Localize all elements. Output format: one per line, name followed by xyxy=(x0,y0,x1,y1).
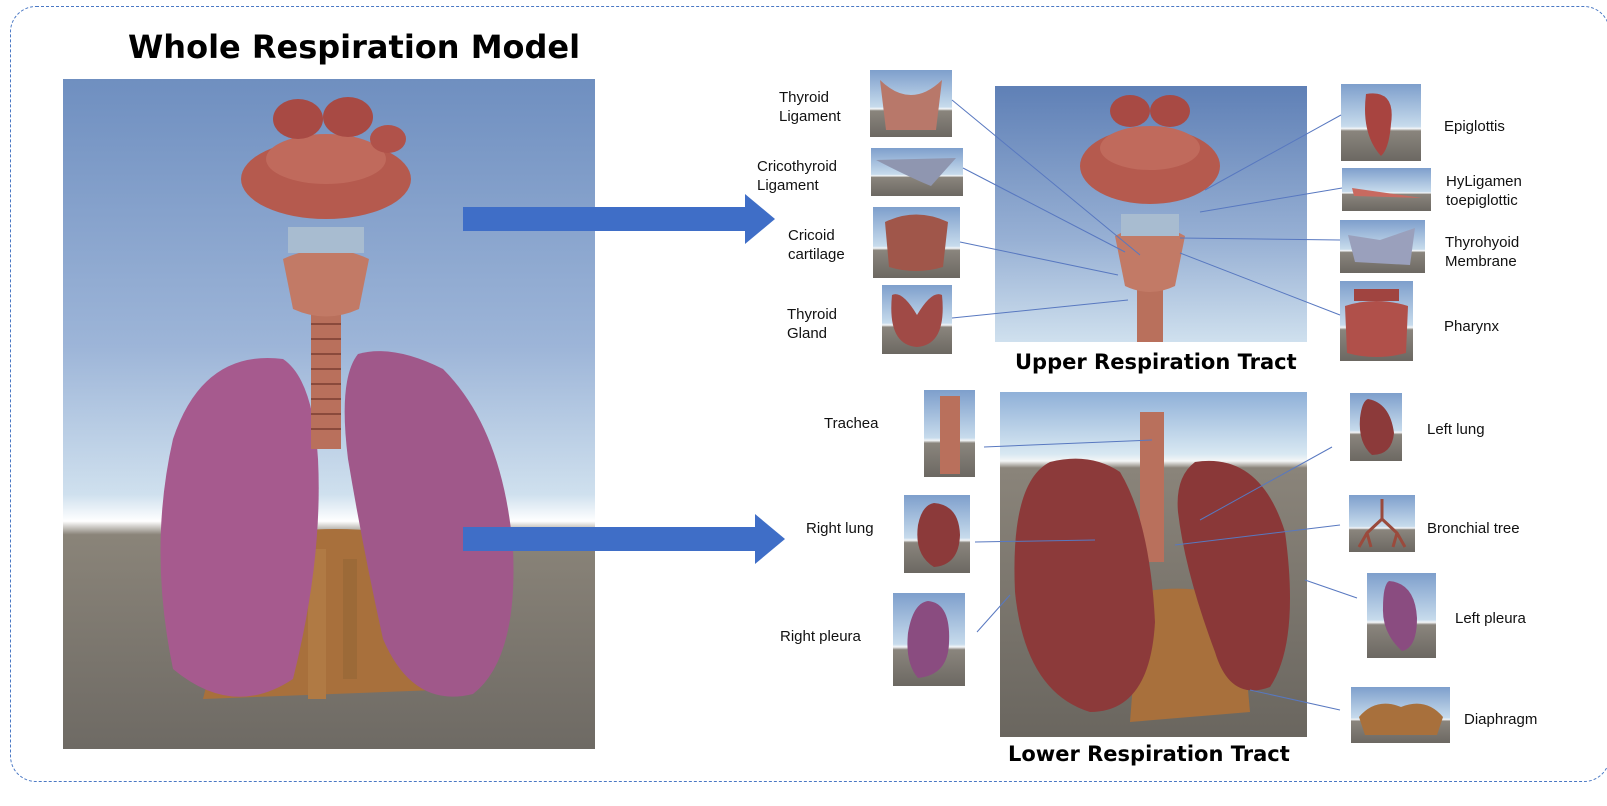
leader-lines xyxy=(0,0,1607,806)
